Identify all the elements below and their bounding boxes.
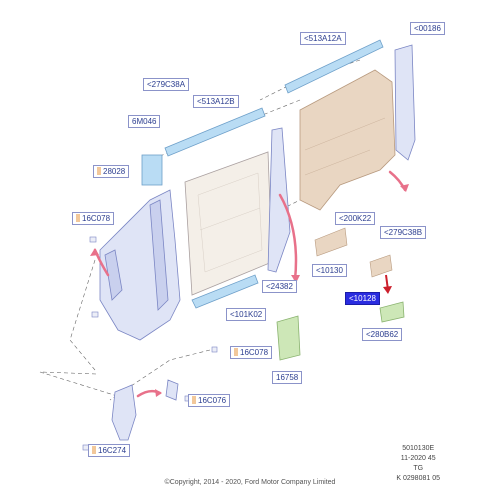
sliding-door-panel bbox=[184, 151, 273, 296]
meta-line-4: K 0298081 05 bbox=[396, 475, 440, 482]
meta-line-1: 5010130E bbox=[402, 445, 435, 452]
door-panel-ribs bbox=[197, 172, 263, 273]
callout-200k22[interactable]: <200K22 bbox=[335, 212, 376, 225]
callout-28028[interactable]: 28028 bbox=[93, 165, 130, 178]
lower-bracket-assembly bbox=[111, 379, 179, 441]
callout-text: 16C274 bbox=[98, 446, 127, 455]
side-panel-rear bbox=[299, 69, 396, 211]
callout-10130[interactable]: <10130 bbox=[312, 264, 347, 277]
diagram-reference-info: 5010130E 11-2020 45 TG K 0298081 05 bbox=[396, 444, 440, 484]
callout-280b62[interactable]: <280B62 bbox=[362, 328, 403, 341]
meta-line-2: 11-2020 45 bbox=[400, 455, 436, 462]
meta-line-3: TG bbox=[413, 465, 424, 472]
dark-red-arrow-head bbox=[383, 286, 392, 294]
green-pad-large bbox=[276, 315, 301, 361]
center-pillar bbox=[267, 127, 291, 273]
callout-279c38a[interactable]: <279C38A bbox=[143, 78, 190, 91]
green-pad-small bbox=[379, 301, 405, 323]
arrow-heads bbox=[90, 184, 409, 397]
callout-text: 16C078 bbox=[82, 214, 111, 223]
small-brackets bbox=[314, 227, 393, 278]
callout-513a12a[interactable]: <513A12A bbox=[300, 32, 346, 45]
callout-513a12b[interactable]: <513A12B bbox=[193, 95, 239, 108]
callout-16c076[interactable]: 16C076 bbox=[188, 394, 231, 407]
part-tag-icon bbox=[192, 396, 196, 404]
callout-6m046[interactable]: 6M046 bbox=[128, 115, 161, 128]
front-upper-bracket bbox=[141, 154, 163, 186]
callout-16758[interactable]: 16758 bbox=[272, 371, 303, 384]
side-panel-texture bbox=[304, 117, 386, 176]
copyright-notice: ©Copyright, 2014 - 2020, Ford Motor Comp… bbox=[164, 479, 336, 486]
callout-text: 28028 bbox=[103, 167, 126, 176]
callout-101k02[interactable]: <101K02 bbox=[226, 308, 267, 321]
part-tag-icon bbox=[92, 446, 96, 454]
callout-text: 16C076 bbox=[198, 396, 227, 405]
callout-16c274[interactable]: 16C274 bbox=[88, 444, 131, 457]
sill-rail bbox=[191, 274, 259, 309]
rear-pillar bbox=[394, 44, 416, 161]
roof-rails bbox=[164, 39, 384, 157]
callout-10128[interactable]: <10128 bbox=[345, 292, 380, 305]
callout-16c078-lower[interactable]: 16C078 bbox=[230, 346, 273, 359]
part-tag-icon bbox=[76, 214, 80, 222]
callout-text: 16C078 bbox=[240, 348, 269, 357]
callout-24382[interactable]: <24382 bbox=[262, 280, 297, 293]
left-body-pillar bbox=[99, 189, 181, 341]
fastener-icons bbox=[82, 236, 218, 451]
callout-16c078-upper[interactable]: 16C078 bbox=[72, 212, 115, 225]
part-tag-icon bbox=[97, 167, 101, 175]
callout-00186[interactable]: <00186 bbox=[410, 22, 445, 35]
part-tag-icon bbox=[234, 348, 238, 356]
callout-279c38b[interactable]: <279C38B bbox=[380, 226, 427, 239]
